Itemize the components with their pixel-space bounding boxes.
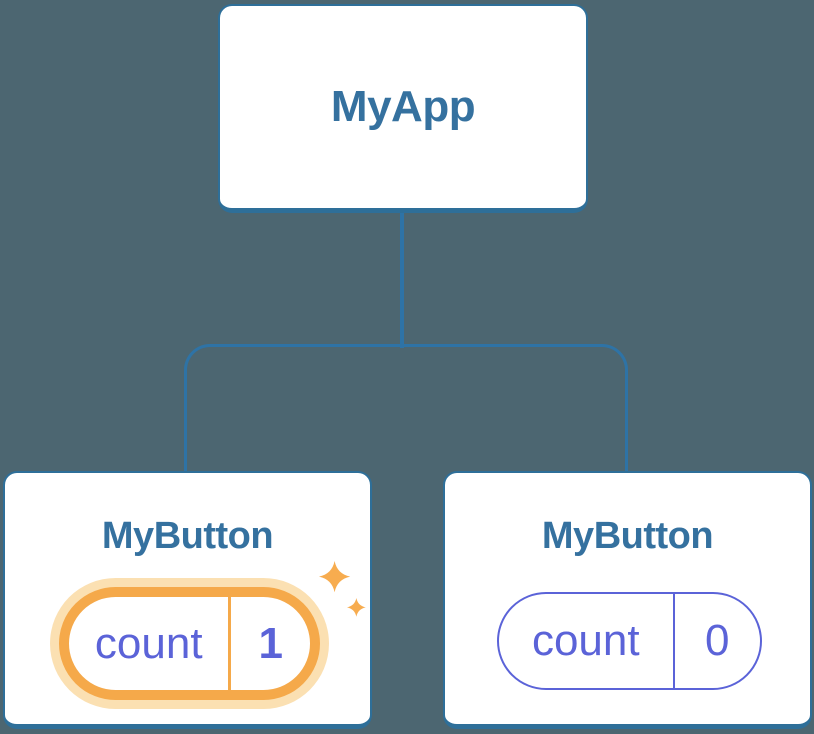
connector-branch-line: [184, 344, 628, 474]
state-value: 1: [228, 597, 310, 690]
state-value: 0: [672, 594, 760, 688]
state-name: count: [531, 616, 640, 665]
tree-node-mybutton-left: MyButton count 1: [3, 471, 372, 729]
state-pill-highlighted: count 1: [59, 587, 320, 700]
tree-node-mybutton-right: MyButton count 0: [443, 471, 812, 729]
state-name: count: [94, 618, 203, 668]
connector-stem-line: [400, 210, 404, 348]
tree-node-myapp: MyApp: [218, 4, 588, 213]
state-pill-plain: count 0: [497, 592, 762, 690]
node-label: MyButton: [541, 515, 714, 557]
node-label: MyApp: [330, 82, 476, 131]
node-label: MyButton: [101, 515, 274, 557]
sparkles-icon: [319, 561, 366, 617]
